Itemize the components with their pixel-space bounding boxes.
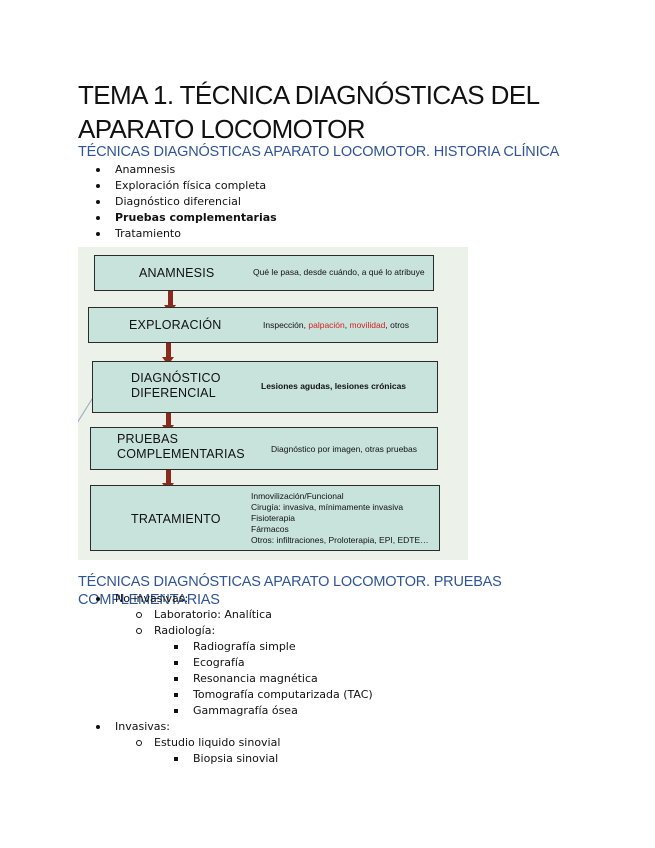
box-desc: Lesiones agudas, lesiones crónicas xyxy=(261,381,407,391)
estudio-sublist: Biopsia sinovial xyxy=(174,751,373,767)
box-label: TRATAMIENTO xyxy=(131,512,221,526)
arrow-down-icon xyxy=(164,291,176,313)
list-item: Laboratorio: Analítica xyxy=(136,607,334,623)
box-desc: Inmovilización/Funcional Cirugía: invasi… xyxy=(251,491,429,546)
list-item-invasivas: Invasivas: Estudio liquido sinovial Biop… xyxy=(96,719,295,767)
list-item: Biopsia sinovial xyxy=(174,751,373,767)
box-label: EXPLORACIÓN xyxy=(129,318,222,332)
desc-part-highlight: movilidad xyxy=(349,320,386,330)
page-title: TEMA 1. TÉCNICA DIAGNÓSTICAS DEL APARATO… xyxy=(78,80,539,144)
list-item: Resonancia magnética xyxy=(174,671,373,687)
list-item: Diagnóstico diferencial xyxy=(96,194,277,210)
list-item-radiologia: Radiología: Radiografía simple Ecografía… xyxy=(136,623,373,719)
list-item: Ecografía xyxy=(174,655,373,671)
box-label-line: PRUEBAS xyxy=(117,432,179,446)
desc-line: Fármacos xyxy=(251,524,289,534)
arrow-down-icon xyxy=(162,343,174,365)
radiologia-sublist: Radiografía simple Ecografía Resonancia … xyxy=(174,639,373,719)
list-item-label: Radiología: xyxy=(154,624,216,637)
box-tratamiento: TRATAMIENTO Inmovilización/Funcional Cir… xyxy=(90,485,440,551)
no-invasivas-sublist: Laboratorio: Analítica Radiología: Radio… xyxy=(136,607,373,719)
list-item-label: Invasivas: xyxy=(115,720,170,733)
box-diagnostico-diferencial: DIAGNÓSTICO DIFERENCIAL Lesiones agudas,… xyxy=(92,361,438,413)
box-label-line: DIAGNÓSTICO xyxy=(131,371,221,385)
list-item-estudio: Estudio liquido sinovial Biopsia sinovia… xyxy=(136,735,334,767)
box-label-line: COMPLEMENTARIAS xyxy=(117,447,245,461)
box-exploracion: EXPLORACIÓN Inspección, palpación, movil… xyxy=(88,307,438,343)
list-item: Anamnesis xyxy=(96,162,277,178)
box-desc: Inspección, palpación, movilidad, otros xyxy=(263,320,409,331)
list-item-label: Estudio liquido sinovial xyxy=(154,736,281,749)
box-desc: Qué le pasa, desde cuándo, a qué lo atri… xyxy=(253,267,425,277)
list-item: Tratamiento xyxy=(96,226,277,242)
section-heading-historia-clinica: TÉCNICAS DIAGNÓSTICAS APARATO LOCOMOTOR.… xyxy=(78,144,560,160)
desc-part: Inspección, xyxy=(263,320,309,330)
arrow-down-icon xyxy=(162,413,174,433)
diagnostic-flow-diagram: ANAMNESIS Qué le pasa, desde cuándo, a q… xyxy=(78,247,468,560)
pruebas-list: No invasivas: Laboratorio: Analítica Rad… xyxy=(96,591,373,767)
box-label: ANAMNESIS xyxy=(139,266,215,280)
box-pruebas-complementarias: PRUEBAS COMPLEMENTARIAS Diagnóstico por … xyxy=(90,427,438,470)
historia-clinica-list: Anamnesis Exploración física completa Di… xyxy=(96,162,277,242)
desc-line: Inmovilización/Funcional xyxy=(251,491,344,501)
section-heading-pruebas-complementarias: TÉCNICAS DIAGNÓSTICAS APARATO LOCOMOTOR.… xyxy=(78,574,502,608)
desc-part-highlight: palpación xyxy=(308,320,345,330)
desc-line: Cirugía: invasiva, mínimamente invasiva xyxy=(251,502,404,512)
box-desc: Diagnóstico por imagen, otras pruebas xyxy=(271,444,417,454)
desc-line: Otros: infiltraciones, Proloterapia, EPI… xyxy=(251,535,429,545)
desc-part: , xyxy=(344,320,350,330)
desc-part: , otros xyxy=(385,320,410,330)
list-item: Exploración física completa xyxy=(96,178,277,194)
list-item: Gammagrafía ósea xyxy=(174,703,373,719)
box-anamnesis: ANAMNESIS Qué le pasa, desde cuándo, a q… xyxy=(94,255,434,291)
list-item-label: No invasivas: xyxy=(115,592,189,605)
box-label-line: DIFERENCIAL xyxy=(131,386,216,400)
list-item: Pruebas complementarias xyxy=(96,211,277,224)
list-item-no-invasivas: No invasivas: Laboratorio: Analítica Rad… xyxy=(96,591,373,719)
invasivas-sublist: Estudio liquido sinovial Biopsia sinovia… xyxy=(136,735,334,767)
desc-line: Fisioterapia xyxy=(251,513,295,523)
list-item: Tomografía computarizada (TAC) xyxy=(174,688,373,701)
list-item: Radiografía simple xyxy=(174,639,373,655)
arrow-down-icon xyxy=(162,470,174,491)
